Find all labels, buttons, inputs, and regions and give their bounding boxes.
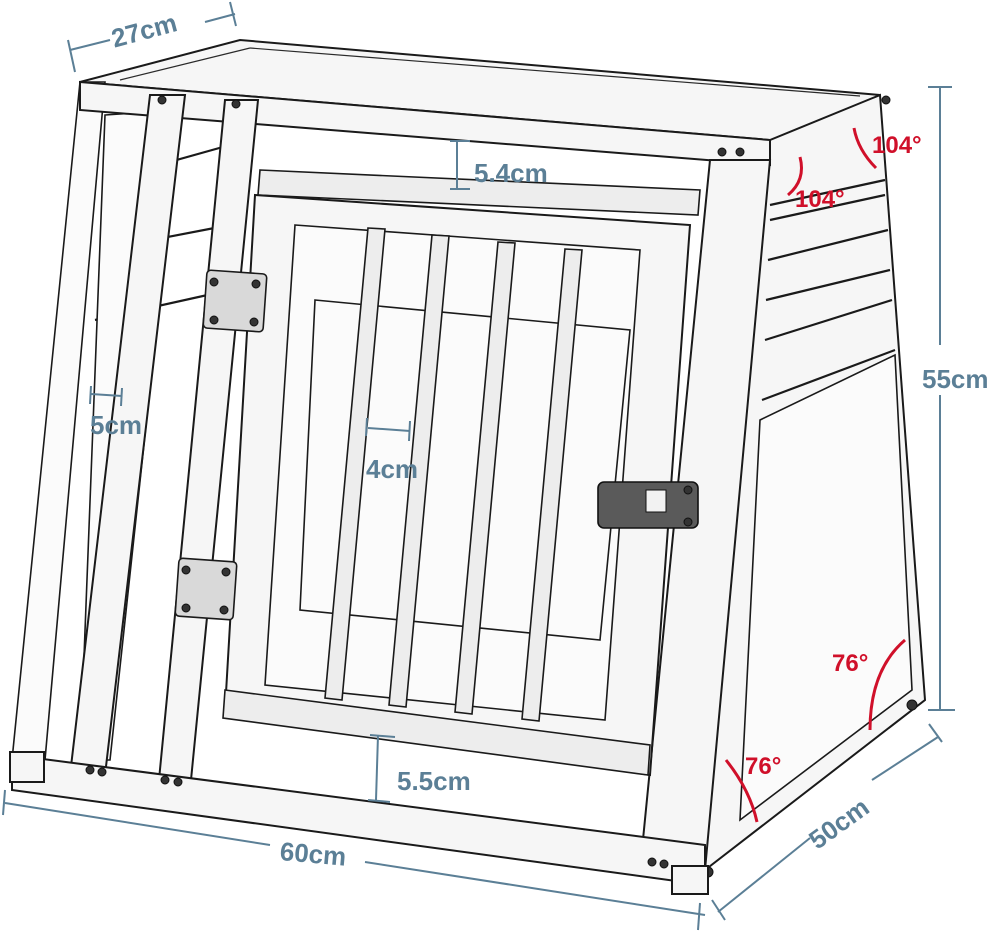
angle-arc-bottom-back (868, 638, 906, 731)
angle-arc-top-outer (852, 127, 878, 170)
door-bottom-rail (222, 689, 651, 776)
label-door-top-gap: 5.4cm (474, 158, 548, 188)
door-bars (324, 227, 583, 722)
label-door-bottom-gap: 5.5cm (397, 766, 471, 796)
label-height: 55cm (922, 364, 989, 394)
side-bars-right (761, 178, 896, 402)
dimension-line-side-bar-spacing (89, 385, 123, 407)
label-angle-bottom-front: 76° (745, 753, 782, 780)
label-angle-top-outer: 104° (872, 132, 922, 159)
label-side-bar-spacing: 5cm (90, 410, 143, 440)
dimension-line-door-bottom-gap (367, 734, 396, 803)
dimension-line-bottom-depth (711, 723, 943, 921)
label-angle-bottom-back: 76° (832, 650, 869, 677)
dimension-line-bar-spacing (365, 417, 411, 442)
door-top-bar (257, 169, 701, 216)
dimension-line-top-depth (67, 1, 237, 73)
corner-block-right (671, 865, 709, 895)
dimension-line-width (2, 789, 706, 931)
side-panel-right-lower (739, 353, 913, 822)
angle-arc-top-inner (787, 156, 803, 197)
label-width: 60cm (278, 836, 348, 872)
label-angle-top-inner: 104° (795, 186, 845, 213)
corner-block-left (9, 751, 45, 783)
hinge-lower (174, 557, 238, 621)
dimension-line-door-top-gap (450, 140, 470, 190)
door-latch (597, 481, 699, 529)
hinge-upper (202, 269, 268, 333)
angle-arc-bottom-front (724, 759, 759, 823)
dimension-line-height (928, 86, 955, 711)
label-bar-spacing: 4cm (366, 454, 419, 484)
